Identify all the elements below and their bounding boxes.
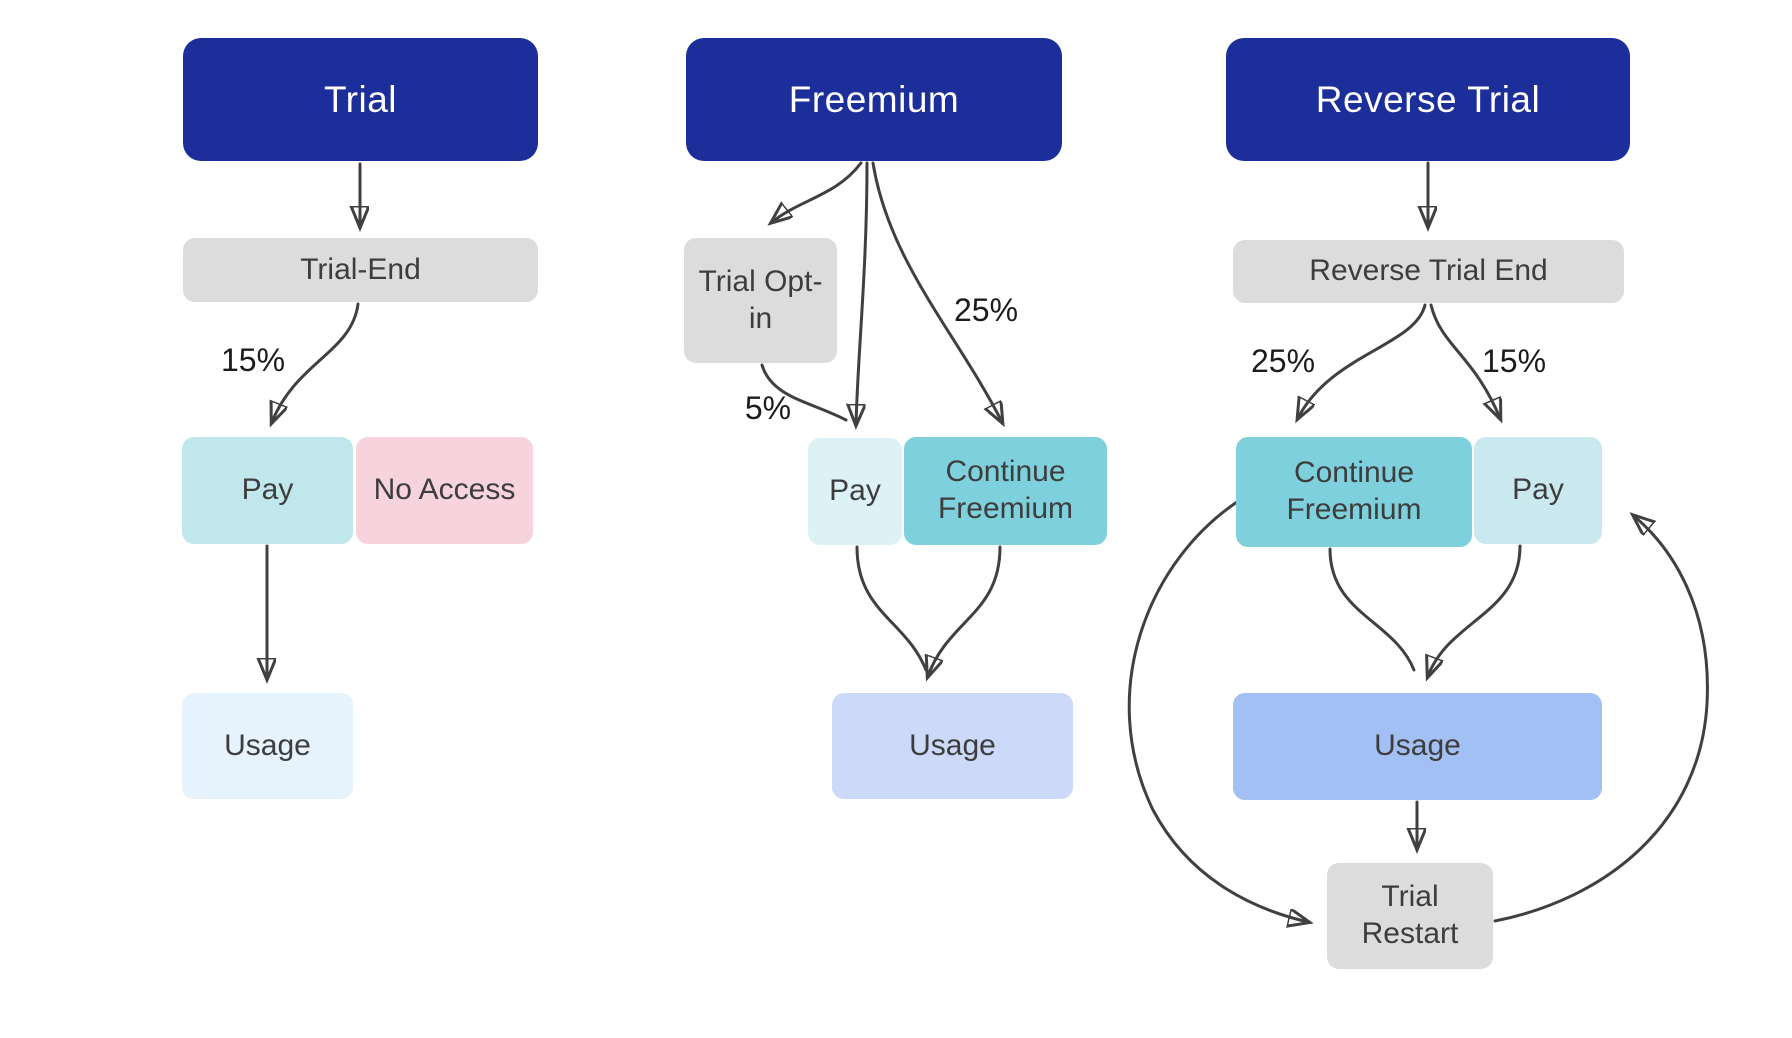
node-usage-freemium: Usage	[832, 693, 1073, 799]
node-pay-trial: Pay	[182, 437, 353, 544]
edge-label-rte-pay-15pct: 15%	[1481, 343, 1547, 379]
node-trial-opt-in: Trial Opt-in	[684, 238, 837, 363]
arrow-trial-restart-to-pay-loop	[1493, 516, 1709, 923]
arrow-freemium-to-trial-opt-in	[772, 161, 863, 222]
arrow-freemium-to-pay	[856, 161, 869, 424]
arrow-trial-opt-in-to-pay	[760, 363, 848, 422]
arrow-continue-freemium-to-usage-freemium	[928, 545, 1002, 676]
node-continue-freemium-reverse: Continue Freemium	[1236, 437, 1472, 547]
arrow-pay-to-usage-freemium	[855, 545, 928, 672]
header-freemium: Freemium	[686, 38, 1062, 161]
node-pay-reverse: Pay	[1474, 437, 1602, 544]
node-reverse-trial-end: Reverse Trial End	[1233, 240, 1624, 303]
node-usage-trial: Usage	[182, 693, 353, 799]
header-trial: Trial	[183, 38, 538, 161]
node-continue-freemium-freemium: Continue Freemium	[904, 437, 1107, 545]
arrow-rte-to-continue-freemium	[1298, 303, 1427, 418]
node-pay-freemium: Pay	[808, 438, 902, 545]
edge-label-trial-pay-15pct: 15%	[220, 342, 286, 378]
arrow-pay-to-usage-reverse	[1428, 544, 1522, 676]
node-no-access: No Access	[356, 437, 533, 544]
arrow-freemium-to-continue-freemium	[871, 161, 1002, 422]
arrow-rte-to-pay	[1429, 303, 1500, 418]
node-trial-end: Trial-End	[183, 238, 538, 302]
arrow-trial-end-to-pay	[272, 302, 360, 422]
node-trial-restart: Trial Restart	[1327, 863, 1493, 969]
node-usage-reverse: Usage	[1233, 693, 1602, 800]
arrow-continue-freemium-to-trial-restart-loop	[1127, 498, 1308, 922]
edge-label-rte-continue-25pct: 25%	[1250, 343, 1316, 379]
edge-label-opt-in-pay-5pct: 5%	[744, 390, 792, 426]
header-reverse-trial: Reverse Trial	[1226, 38, 1630, 161]
arrow-continue-freemium-to-usage-reverse	[1328, 547, 1416, 672]
edge-label-freemium-continue-25pct: 25%	[953, 292, 1019, 328]
